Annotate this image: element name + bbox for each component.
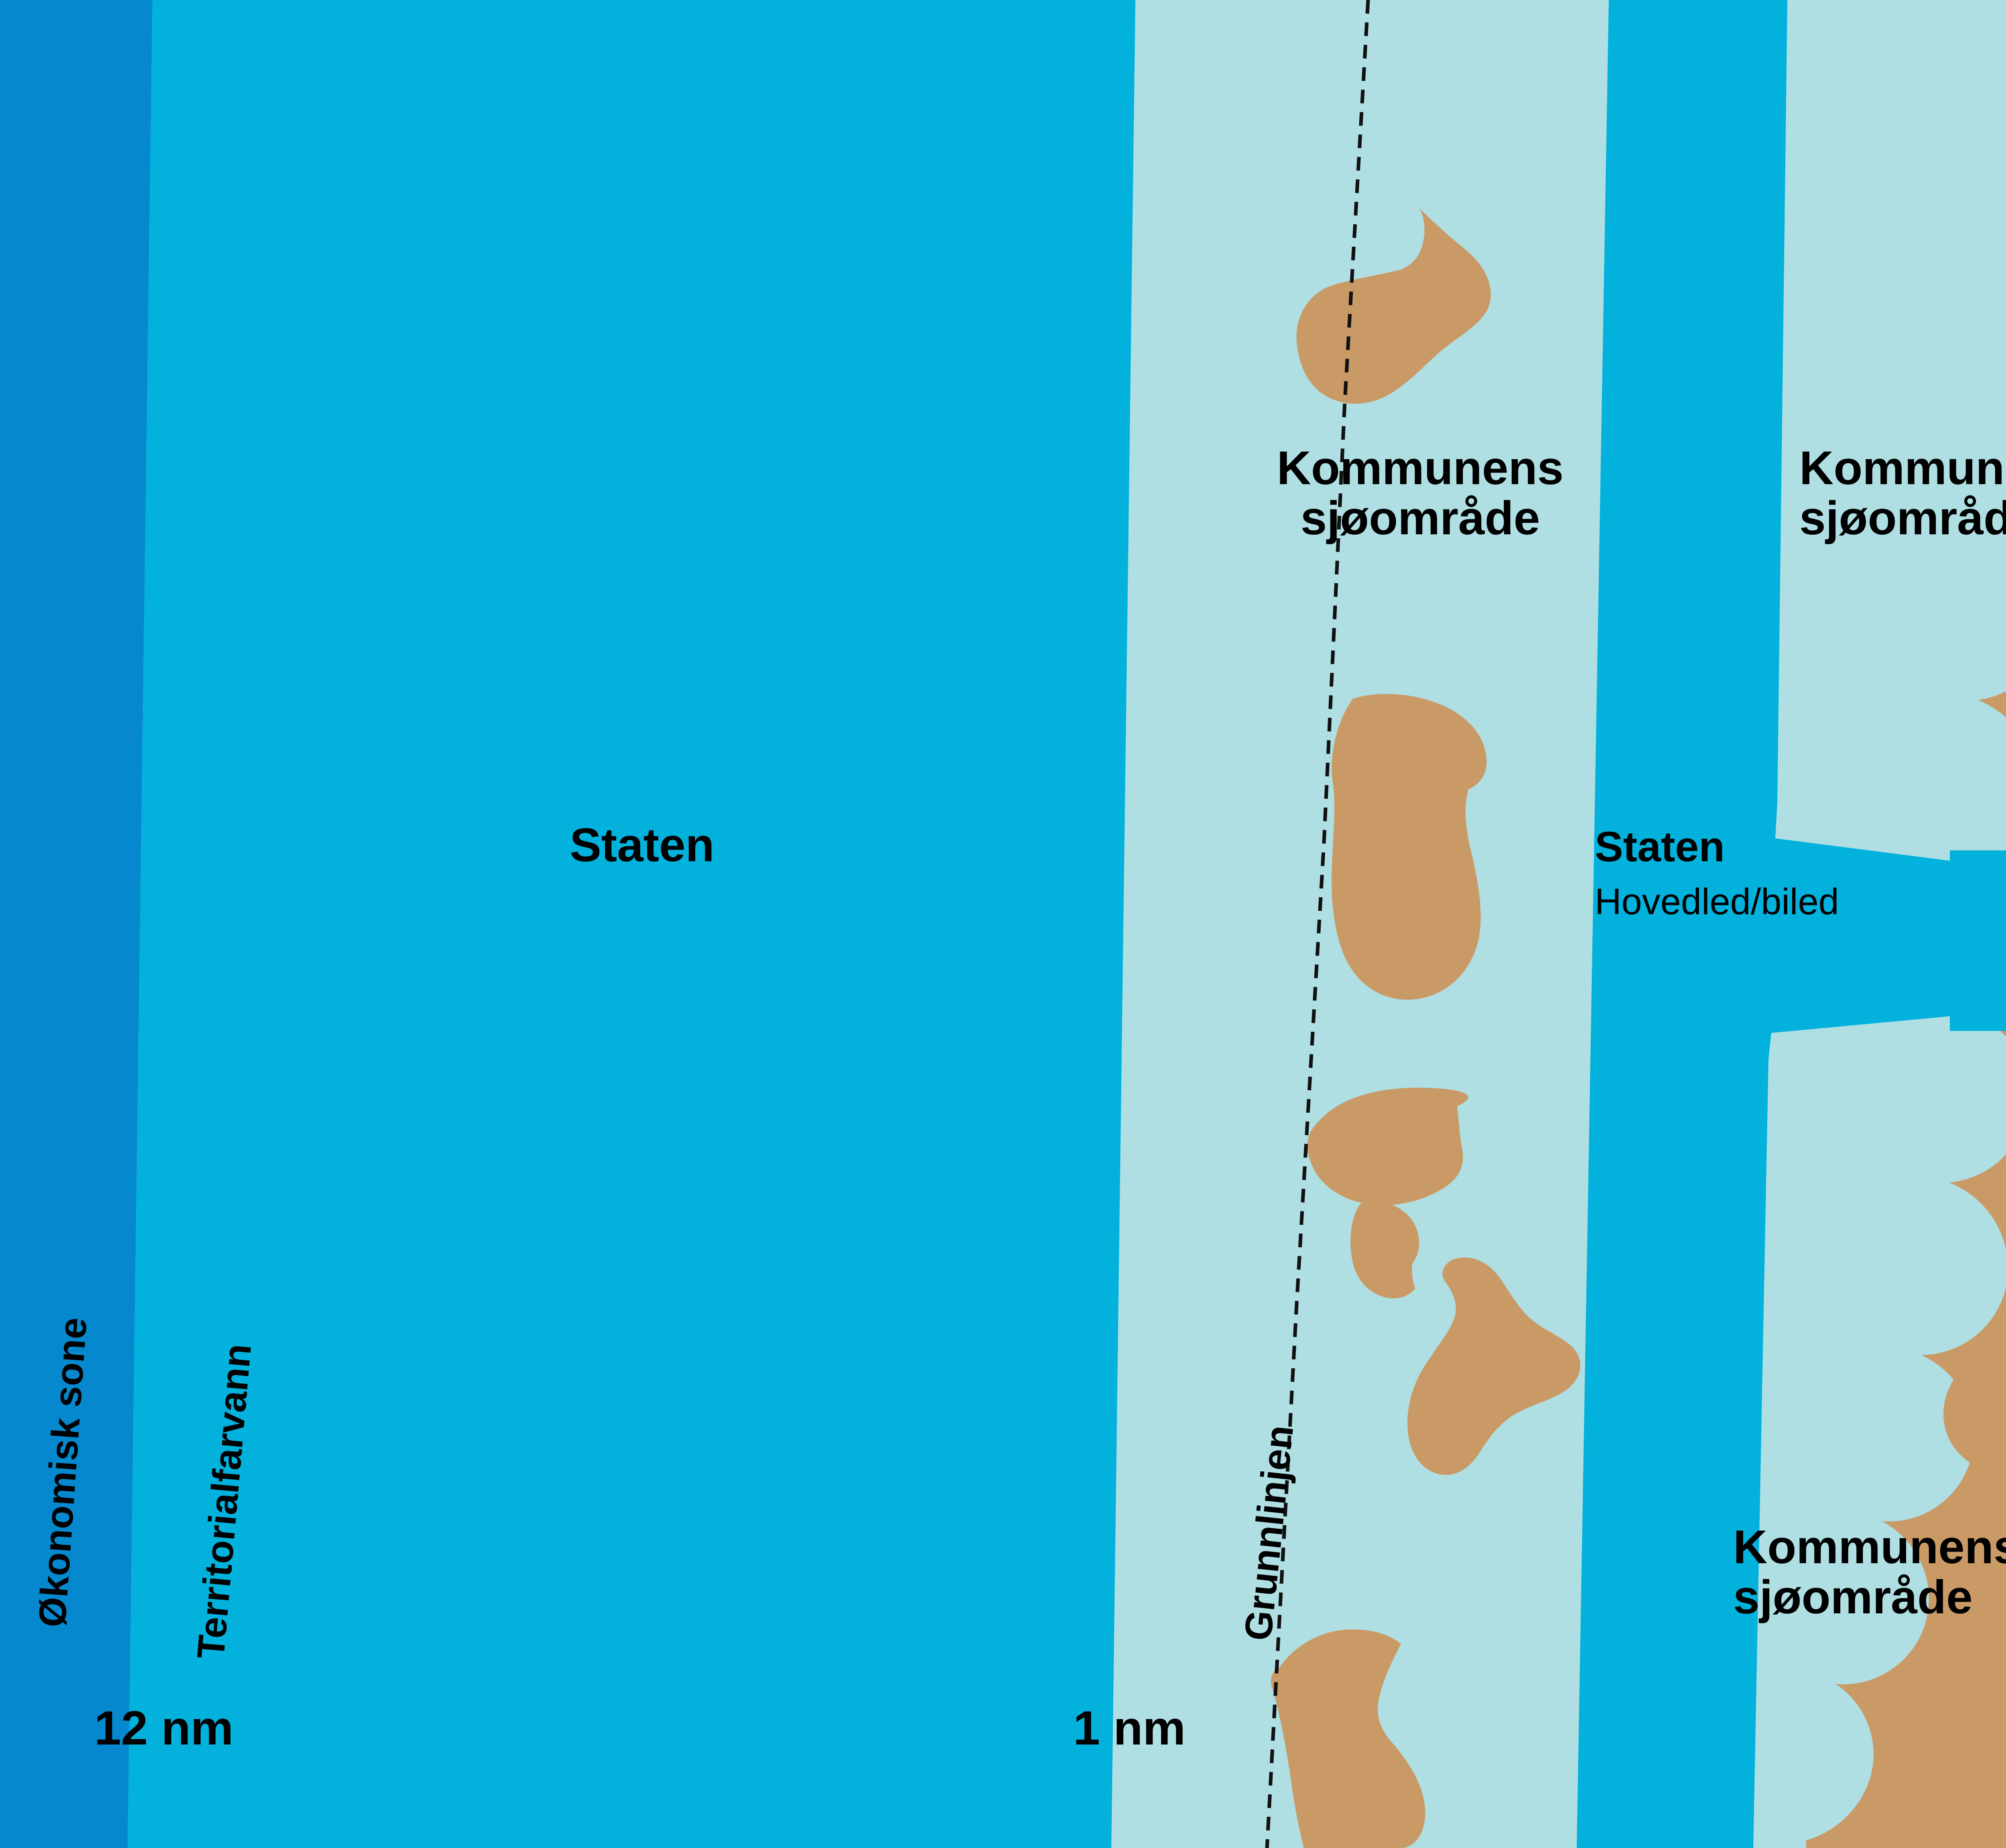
state-fairway-lane [1577, 0, 2006, 1848]
island-chevron [1407, 1257, 1580, 1475]
island-large-upper-middle [1331, 694, 1487, 1000]
baseline-grunnlinjen [1265, 0, 1370, 1848]
label-hovedled-biled: Hovedled/biled [1595, 881, 1839, 922]
economic-zone-band [0, 0, 152, 1848]
island-top [1296, 205, 1491, 404]
label-staten-territorial: Staten [570, 819, 715, 872]
label-kommunens-sjoomrade-upper-right: Kommunens sjøområde [1799, 442, 2006, 545]
distance-marker-12nm: 12 nm [94, 1701, 233, 1755]
island-oval [1307, 1087, 1468, 1205]
mainland-landmass [1806, 527, 2006, 1848]
label-kommunens-sjoomrade-middle: Kommunens sjøområde [1277, 442, 1564, 545]
island-bottom-hook [1271, 1629, 1425, 1848]
territorial-waters-zone [128, 0, 1135, 1848]
label-kommunens-sjoomrade-lower-right: Kommunens sjøområde [1733, 1521, 2006, 1624]
distance-marker-1nm: 1 nm [1073, 1701, 1186, 1755]
island-teardrop [1350, 1201, 1419, 1298]
quay-approach-fairway [1950, 850, 2006, 1031]
label-staten-fairway: Staten [1595, 823, 1725, 870]
